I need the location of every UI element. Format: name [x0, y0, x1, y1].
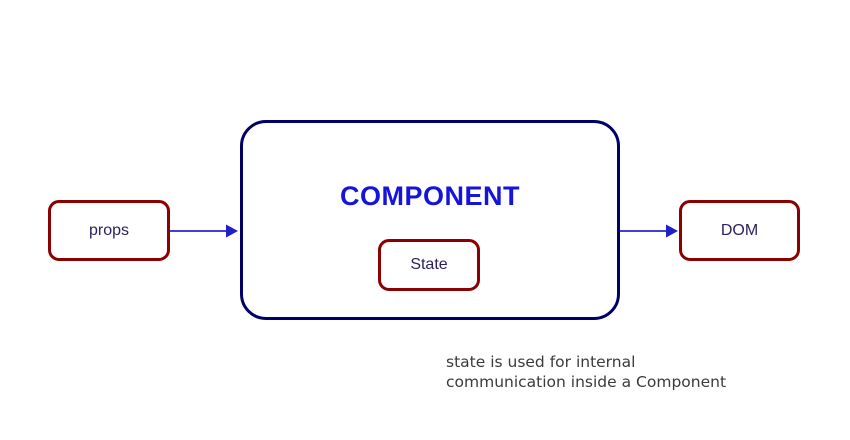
node-dom[interactable]: DOM — [679, 200, 800, 261]
node-component-label: COMPONENT — [340, 181, 520, 211]
node-props-label: props — [88, 221, 130, 239]
node-state-label: State — [410, 256, 448, 273]
diagram-caption: state is used for internal communication… — [446, 353, 727, 391]
node-dom-label: DOM — [720, 221, 759, 239]
arrow-props-to-component-icon — [170, 224, 238, 238]
node-component[interactable] — [240, 120, 620, 320]
arrow-component-to-dom-icon — [620, 224, 678, 238]
node-props[interactable]: props — [48, 200, 170, 261]
node-state[interactable]: State — [378, 239, 480, 291]
